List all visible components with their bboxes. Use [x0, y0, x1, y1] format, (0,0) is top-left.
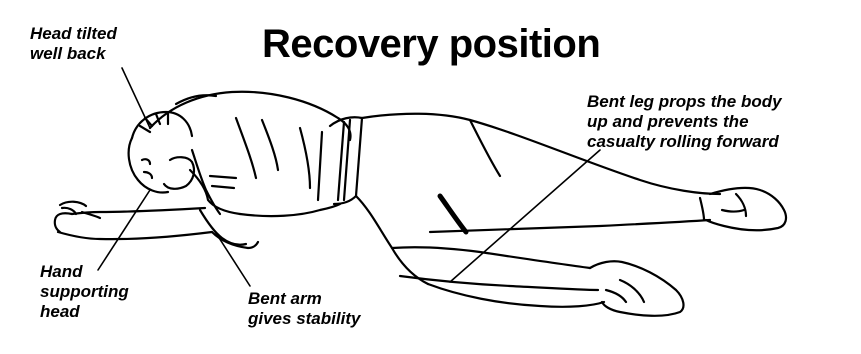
- head: [129, 112, 194, 193]
- leader-bent-arm: [214, 230, 250, 286]
- leader-head-tilted: [122, 68, 150, 128]
- leader-hand-supporting: [98, 190, 150, 270]
- annotation-hand-supporting-head: Hand supporting head: [40, 262, 129, 322]
- waist: [318, 117, 362, 204]
- annotation-line: up and prevents the: [587, 112, 782, 132]
- annotation-line: head: [40, 302, 129, 322]
- annotation-bent-leg: Bent leg props the body up and prevents …: [587, 92, 782, 152]
- annotation-line: Bent arm: [248, 289, 360, 309]
- annotation-line: Bent leg props the body: [587, 92, 782, 112]
- annotation-line: Head tilted: [30, 24, 117, 44]
- annotation-bent-arm: Bent arm gives stability: [248, 289, 360, 329]
- leader-lines: [98, 68, 600, 286]
- annotation-line: well back: [30, 44, 117, 64]
- bent-leg: [356, 196, 683, 316]
- annotation-line: gives stability: [248, 309, 360, 329]
- extended-arm: [55, 202, 212, 239]
- annotation-line: casualty rolling forward: [587, 132, 782, 152]
- diagram-title: Recovery position: [262, 22, 600, 67]
- annotation-head-tilted: Head tilted well back: [30, 24, 117, 64]
- leader-bent-leg: [450, 150, 600, 282]
- annotation-line: Hand: [40, 262, 129, 282]
- annotation-line: supporting: [40, 282, 129, 302]
